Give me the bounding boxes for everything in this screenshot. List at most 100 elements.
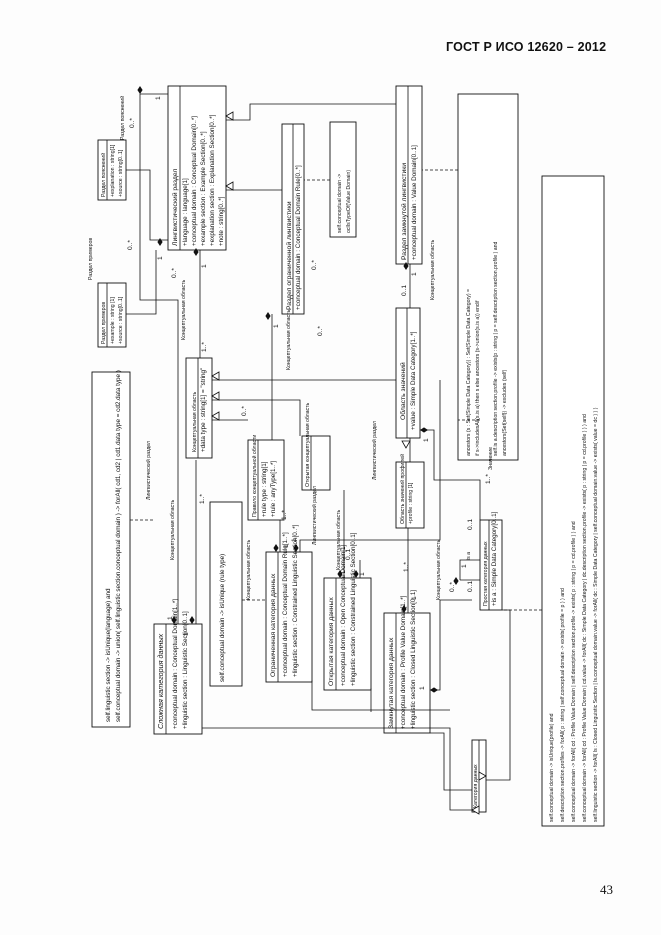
is-a-label: is a xyxy=(466,552,472,560)
multiplicity: 0..1 xyxy=(467,581,474,592)
constraint-line: if s->includesAll(s.is a) then s else an… xyxy=(475,300,481,456)
role-label: Концептуальная область xyxy=(170,500,176,560)
role-label: Лингвистический раздел xyxy=(371,421,378,480)
class-closed-data-category: Замкнутая категория данных +conceptual d… xyxy=(383,590,431,734)
class-title: Сложная категория данных xyxy=(156,633,165,729)
multiplicity: 0..* xyxy=(171,268,178,278)
multiplicity: 0..1 xyxy=(467,519,474,530)
role-label: Лингвистический раздел xyxy=(311,486,318,545)
class-attr: +linguistic section : Closed Linguistic … xyxy=(410,590,417,729)
constraint-line: self.conceptual domain -> union( self.li… xyxy=(115,370,122,722)
constraint-note-closed-category: self.conceptual domain -> isUnique(profi… xyxy=(541,175,605,827)
class-attr: +linguistic section : Constrained Lingui… xyxy=(350,532,357,686)
multiplicity: 1 xyxy=(461,564,468,568)
class-linguistic-section: Лингвистический раздел +language : langu… xyxy=(167,85,227,251)
multiplicity: 1 xyxy=(155,96,162,100)
class-attr: +profile : string [1] xyxy=(408,482,414,524)
constraint-line: self.description section.profiles -> for… xyxy=(560,588,566,822)
multiplicity: 0..* xyxy=(241,406,248,416)
class-simple-data-category: Простая категория данных +is a : Simple … xyxy=(479,511,503,611)
class-attr: +source : string[0..1] xyxy=(118,149,124,197)
class-title: Раздел замкнутой лингвистики xyxy=(400,163,408,260)
constraint-line: self.conceptual domain -> isUnique(profi… xyxy=(549,713,555,822)
class-attr: +conceptual domain : Conceptual Domain R… xyxy=(282,532,289,677)
class-attr: +source : string[0..1] xyxy=(118,296,124,344)
role-label: Лингвистический раздел xyxy=(145,441,152,500)
multiplicity: 1 xyxy=(183,632,190,636)
class-attr: +conceptual domain : Conceptual Domain R… xyxy=(295,165,302,310)
constraint-line: ancestors(Set{self}) -> excludes (self) xyxy=(502,369,508,456)
class-attr: +example : string [1] xyxy=(110,297,116,344)
multiplicity: 1 xyxy=(167,616,174,620)
multiplicity: 1..* xyxy=(281,510,288,520)
constraint-line: self.conceptual domain -> forAll( cd : P… xyxy=(582,414,588,822)
class-conceptual-domain: Концептуальная область +data type : stri… xyxy=(185,357,213,459)
multiplicity: 1..* xyxy=(199,494,206,504)
class-attr: +conceptual domain : Profile Value Domai… xyxy=(400,595,407,729)
class-attr: +rule : anyType[1..*] xyxy=(270,461,277,517)
constraint-line: self.conceptual domain -> forAll( cd : P… xyxy=(571,521,577,822)
class-closed-linguistic-section: Раздел замкнутой лингвистики +conceptual… xyxy=(395,85,423,265)
multiplicity: 1 xyxy=(419,686,426,690)
standard-header: ГОСТ Р ИСО 12620 – 2012 xyxy=(446,40,607,54)
class-attr: +value : Simple Data Category[1..*] xyxy=(410,331,417,430)
constraint-note-ancestors: ancestors (s : Set(Simple Data Category)… xyxy=(457,93,519,461)
multiplicity: 0..1 xyxy=(345,549,352,560)
constraint-line: self.linguistic section -> isUnique(lang… xyxy=(105,588,112,722)
constraint-line: self.is a.description section.profile ->… xyxy=(493,241,499,456)
multiplicity: 1 xyxy=(411,596,418,600)
class-attr: +example section : Example Section[0..*] xyxy=(200,131,207,246)
page-number: 43 xyxy=(600,882,613,897)
class-attr: +conceptual domain : Value Domain[0..1] xyxy=(411,145,418,260)
multiplicity: 0..* xyxy=(127,240,134,250)
class-attr: +conceptual domain : Open Conceptual Dom… xyxy=(340,545,347,686)
role-label: Значение xyxy=(488,447,494,470)
constraint-line: self.conceptual domain -> xyxy=(337,174,343,233)
class-value-domain: Область значений +value : Simple Data Ca… xyxy=(395,307,421,439)
multiplicities: 0..* 1 0..* 1 1 0..* 1..* 0..* 0..* 1 0.… xyxy=(127,96,492,690)
class-complex-data-category: Сложная категория данных +conceptual dom… xyxy=(153,599,203,735)
class-constrained-data-category: Ограниченная категория данных +conceptua… xyxy=(265,524,313,683)
multiplicity: 0..* xyxy=(311,260,318,270)
class-attr: +is a : Simple Data Category[0..1] xyxy=(491,511,498,606)
class-title: Открытая концептуальная область xyxy=(305,402,311,487)
multiplicity: 1 xyxy=(201,264,208,268)
multiplicity: 1 xyxy=(423,438,430,442)
class-attr: +conceptual domain : Conceptual Domain[0… xyxy=(191,116,198,246)
role-label: Концептуальная область xyxy=(181,280,187,340)
role-label: Концептуальная область xyxy=(436,540,442,600)
constraint-line: ancestors (s : Set(Simple Data Category)… xyxy=(466,289,472,456)
role-label: Концептуальная область xyxy=(246,540,252,600)
constraint-note-value-domain-type: self.conceptual domain -> oclIsTypeOf(Va… xyxy=(329,121,357,238)
is-a-association: is a xyxy=(453,552,480,585)
constraint-line: self.linguistic section -> forAll( ls : … xyxy=(593,407,599,822)
class-attr: +linguistic section : Linguistic Section… xyxy=(182,611,189,729)
constraint-line: self.conceptual domain -> isUnique (rule… xyxy=(219,554,226,682)
role-label: Раздел пояснений xyxy=(119,96,126,140)
class-open-data-category: Открытая категория данных +conceptual do… xyxy=(323,532,372,691)
multiplicity: 0..* xyxy=(317,326,324,336)
class-attr: +explanation section : Explanation Secti… xyxy=(209,114,216,246)
class-title: Раздел ограниченной лингвистики xyxy=(285,201,293,310)
role-label: Концептуальная область xyxy=(430,240,436,300)
role-label: Концептуальная область xyxy=(286,310,292,370)
multiplicity: 0..1 xyxy=(401,285,408,296)
class-attr: +language : language[1] xyxy=(182,178,189,246)
multiplicity: 1 xyxy=(359,572,366,576)
class-open-conceptual-domain: Открытая концептуальная область xyxy=(301,402,331,491)
class-attr: +note : string[0..*] xyxy=(218,196,225,246)
multiplicity: 1 xyxy=(411,272,418,276)
class-title: Раздел примеров xyxy=(101,302,107,344)
connectors xyxy=(126,86,542,815)
class-title: Концептуальная область xyxy=(192,392,198,452)
multiplicity: 1..* xyxy=(403,562,410,572)
constraint-line: oclIsTypeOf(Value Domain) xyxy=(346,170,352,233)
multiplicity: 1 xyxy=(291,538,298,542)
class-title: Простая категория данных xyxy=(483,541,489,606)
multiplicity: 0..* xyxy=(449,582,456,592)
multiplicity: 1..* xyxy=(485,474,492,484)
multiplicity: 1 xyxy=(157,256,164,260)
role-label: Концептуальная область xyxy=(336,510,342,570)
class-conceptual-domain-rule: Правило концептуальной области +rule typ… xyxy=(247,435,285,521)
